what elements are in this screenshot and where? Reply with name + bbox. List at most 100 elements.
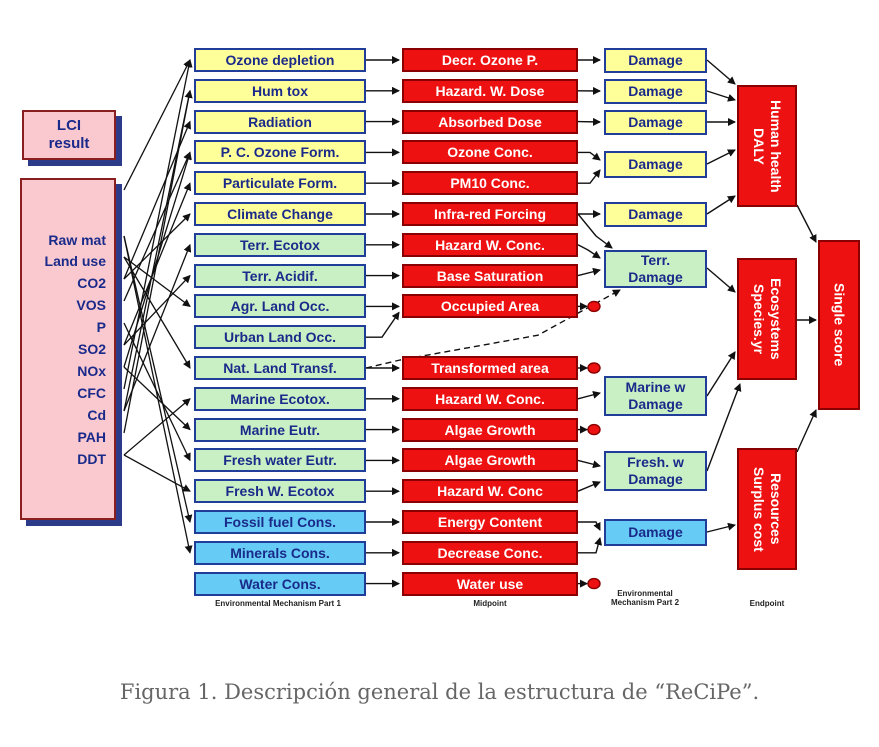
lci-result-label: result <box>48 135 90 152</box>
mechanism-box-marine-ecotox: Marine Ecotox. <box>194 386 366 411</box>
midpoint-box-energy-content: Energy Content <box>402 510 578 534</box>
damage-arrow <box>577 267 601 277</box>
damage-box-resources: Damage <box>604 519 707 546</box>
mechanism-box-fossil-fuel-cons: Fossil fuel Cons. <box>194 510 366 534</box>
inventory-list-box: Raw mat Land use CO2 VOS P SO2 NOx CFC C… <box>20 178 116 520</box>
lci-label: LCI <box>56 117 82 134</box>
midpoint-box-hazard-w-dose: Hazard. W. Dose <box>402 78 578 103</box>
damage-box-climate: Damage <box>604 202 707 227</box>
midpoint-box-absorbed-dose: Absorbed Dose <box>402 109 578 134</box>
inventory-item-cd: Cd <box>87 407 106 423</box>
inventory-link-line <box>123 235 193 523</box>
inventory-link-line <box>123 243 192 412</box>
midpoint-box-hazard-w-conc: Hazard W. Conc. <box>402 232 578 257</box>
mechanism-box-p-c-ozone-form: P. C. Ozone Form. <box>194 140 366 165</box>
footer-label-endpoint: Endpoint <box>749 599 785 608</box>
mechanism-box-terr-acidif: Terr. Acidif. <box>194 263 366 288</box>
mechanism-box-minerals-cons: Minerals Cons. <box>194 540 366 565</box>
mechanism-box-radiation: Radiation <box>194 109 366 134</box>
midpoint-box-base-saturation: Base Saturation <box>402 263 578 288</box>
damage-box-ozone-pm: Damage <box>604 151 707 178</box>
terminal-dot <box>587 577 601 590</box>
midpoint-box-hazard-w-conc: Hazard W. Conc <box>402 479 578 504</box>
damage-box-marine: Marine w Damage <box>604 376 707 416</box>
terminal-dot <box>587 423 601 436</box>
midpoint-box-transformed-area: Transformed area <box>402 356 578 380</box>
midpoint-box-decr-ozone-p: Decr. Ozone P. <box>402 48 578 72</box>
inventory-link-line <box>123 398 191 456</box>
endpoint-arrow <box>706 522 736 533</box>
inventory-item-pah: PAH <box>77 429 106 445</box>
damage-box-ozone: Damage <box>604 48 707 73</box>
inventory-link-line <box>123 59 191 191</box>
mechanism-box-hum-tox: Hum tox <box>194 78 366 103</box>
terminal-dot <box>587 300 601 313</box>
midpoint-box-algae-growth: Algae Growth <box>402 448 578 473</box>
damage-box-terrestrial: Terr. Damage <box>604 250 707 288</box>
mechanism-box-urban-land-occ: Urban Land Occ. <box>194 325 366 350</box>
inventory-item-nox: NOx <box>77 363 106 379</box>
inventory-link-line <box>123 89 193 412</box>
midpoint-box-water-use: Water use <box>402 571 578 596</box>
endpoint-single-score: Single score <box>818 240 860 410</box>
mechanism-box-fresh-water-eutr: Fresh water Eutr. <box>194 448 366 473</box>
inventory-link-line <box>123 235 193 554</box>
inventory-to-mechanism-lines <box>123 59 193 554</box>
endpoint-arrow <box>706 383 742 472</box>
inventory-item-co2: CO2 <box>77 275 106 291</box>
damage-box-radiation: Damage <box>604 110 707 135</box>
midpoint-box-hazard-w-conc: Hazard W. Conc. <box>402 386 578 411</box>
inventory-item-ddt: DDT <box>77 451 106 467</box>
inventory-item-raw-mat: Raw mat <box>48 232 106 248</box>
mechanism-box-water-cons: Water Cons. <box>194 571 366 596</box>
damage-arrow <box>578 169 601 184</box>
endpoint-arrow <box>706 90 736 102</box>
mechanism-box-climate-change: Climate Change <box>194 202 366 226</box>
urban-to-occupied-arrow <box>366 311 400 338</box>
mechanism-box-ozone-depletion: Ozone depletion <box>194 48 366 72</box>
damage-arrow <box>578 521 601 531</box>
damage-arrows <box>365 56 817 590</box>
inventory-link-line <box>123 59 193 390</box>
endpoint-arrow <box>706 149 736 165</box>
damage-arrow <box>578 537 603 554</box>
inventory-item-so2: SO2 <box>77 341 106 357</box>
inventory-item-p: P <box>96 319 106 335</box>
terminal-dot <box>587 362 601 374</box>
mechanism-box-terr-ecotox: Terr. Ecotox <box>194 232 366 257</box>
footer-label-midpoint: Midpoint <box>473 599 507 608</box>
midpoint-box-pm10-conc: PM10 Conc. <box>402 171 578 196</box>
mechanism-box-nat-land-transf: Nat. Land Transf. <box>194 356 366 380</box>
inventory-item-land-use: Land use <box>44 253 106 269</box>
lci-result-box: LCI result <box>22 110 116 160</box>
inventory-link-line <box>123 322 191 462</box>
damage-arrow <box>577 213 613 249</box>
damage-arrow <box>577 244 601 259</box>
inventory-link-line <box>123 256 191 307</box>
damage-box-humtox: Damage <box>604 79 707 104</box>
row-arrows <box>366 56 400 588</box>
damage-arrow <box>577 390 601 400</box>
mechanism-box-particulate-form: Particulate Form. <box>194 171 366 196</box>
inventory-item-cfc: CFC <box>77 385 106 401</box>
endpoint-arrow <box>706 267 736 293</box>
midpoint-box-algae-growth: Algae Growth <box>402 417 578 442</box>
mechanism-box-agr-land-occ: Agr. Land Occ. <box>194 294 366 319</box>
damage-box-freshwater: Fresh. w Damage <box>604 451 707 491</box>
midpoint-box-occupied-area: Occupied Area <box>402 294 578 319</box>
footer-label-mechanism-part1: Environmental Mechanism Part 1 <box>215 599 341 608</box>
midpoint-box-decrease-conc: Decrease Conc. <box>402 540 578 565</box>
single-score-arrow <box>796 204 817 243</box>
endpoint-arrow <box>706 195 736 215</box>
figure-caption: Figura 1. Descripción general de la estr… <box>119 680 760 704</box>
inventory-link-line <box>123 256 191 369</box>
midpoint-box-infra-red-forcing: Infra-red Forcing <box>402 202 578 226</box>
dashed-transformation-arrow <box>365 289 621 369</box>
endpoint-arrow <box>706 351 736 397</box>
mechanism-box-marine-eutr: Marine Eutr. <box>194 417 366 442</box>
